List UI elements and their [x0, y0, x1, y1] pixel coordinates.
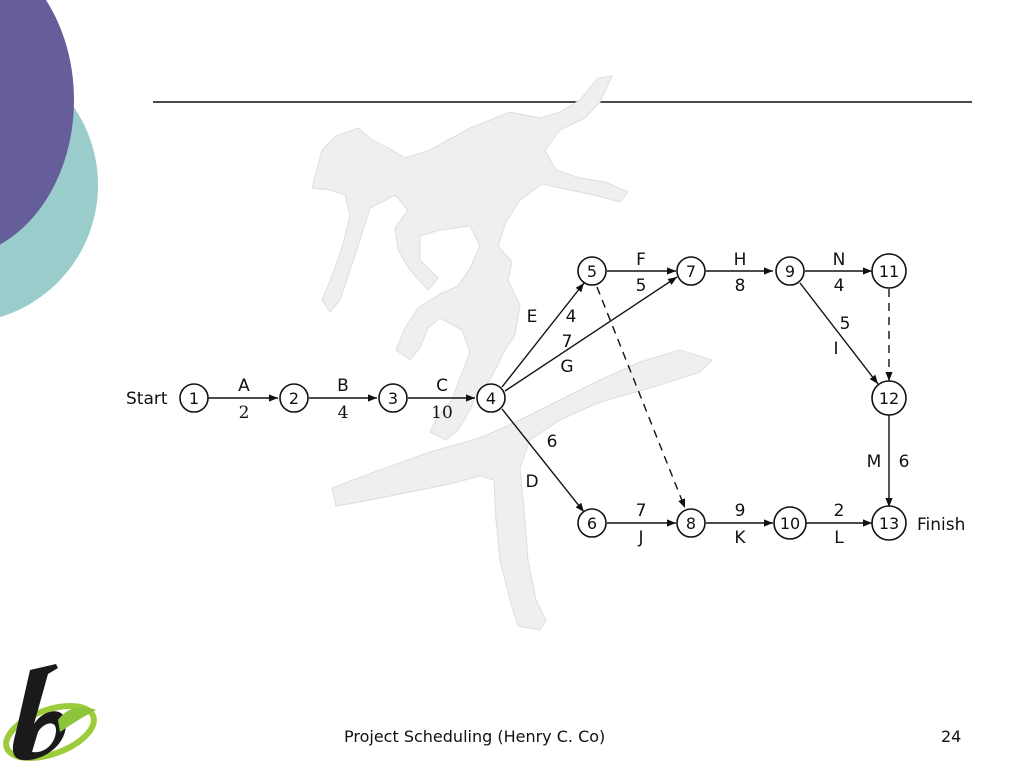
node-label-1: 1	[189, 389, 199, 408]
activity-name-j: J	[637, 528, 643, 548]
activity-duration-d: 6	[547, 432, 558, 452]
activity-name-e: E	[527, 307, 538, 327]
network-diagram: 1 2 3 4 5 6 7 8 9 10 11 12 13 Start Fini…	[126, 250, 965, 548]
activity-duration-l: 2	[834, 501, 845, 521]
activity-duration-c: 10	[431, 403, 453, 423]
activity-duration-i: 5	[840, 314, 851, 334]
activity-name-a: A	[238, 376, 250, 396]
node-label-11: 11	[879, 262, 899, 281]
start-label: Start	[126, 389, 168, 409]
activity-duration-e: 4	[566, 307, 577, 327]
node-label-10: 10	[780, 514, 800, 533]
activity-name-c: C	[436, 376, 448, 396]
activity-duration-f: 5	[636, 276, 647, 296]
footer-title: Project Scheduling (Henry C. Co)	[344, 727, 605, 746]
activity-duration-g: 7	[562, 332, 573, 352]
finish-label: Finish	[917, 515, 965, 535]
b-logo	[0, 662, 100, 768]
activity-name-b: B	[337, 376, 349, 396]
activity-duration-b: 4	[338, 403, 349, 423]
node-label-2: 2	[289, 389, 299, 408]
activity-name-f: F	[636, 250, 646, 270]
node-label-9: 9	[785, 262, 795, 281]
activity-name-d: D	[525, 472, 538, 492]
activity-name-h: H	[734, 250, 747, 270]
node-label-4: 4	[486, 389, 496, 408]
activity-name-n: N	[833, 250, 846, 270]
node-label-8: 8	[686, 514, 696, 533]
horse-watermark	[312, 76, 712, 630]
activity-name-l: L	[834, 528, 844, 548]
activity-name-g: G	[560, 357, 573, 377]
node-label-5: 5	[587, 262, 597, 281]
activity-duration-n: 4	[834, 276, 845, 296]
activity-duration-a: 2	[239, 403, 250, 423]
activity-duration-k: 9	[735, 501, 746, 521]
node-label-7: 7	[686, 262, 696, 281]
node-label-13: 13	[879, 514, 899, 533]
node-label-12: 12	[879, 389, 899, 408]
activity-name-m: M	[867, 452, 882, 472]
page-number: 24	[941, 727, 961, 746]
activity-name-i: I	[833, 339, 838, 359]
activity-duration-h: 8	[735, 276, 746, 296]
activity-duration-m: 6	[899, 452, 910, 472]
node-label-6: 6	[587, 514, 597, 533]
activity-name-k: K	[734, 528, 746, 548]
activity-duration-j: 7	[636, 501, 647, 521]
node-label-3: 3	[388, 389, 398, 408]
